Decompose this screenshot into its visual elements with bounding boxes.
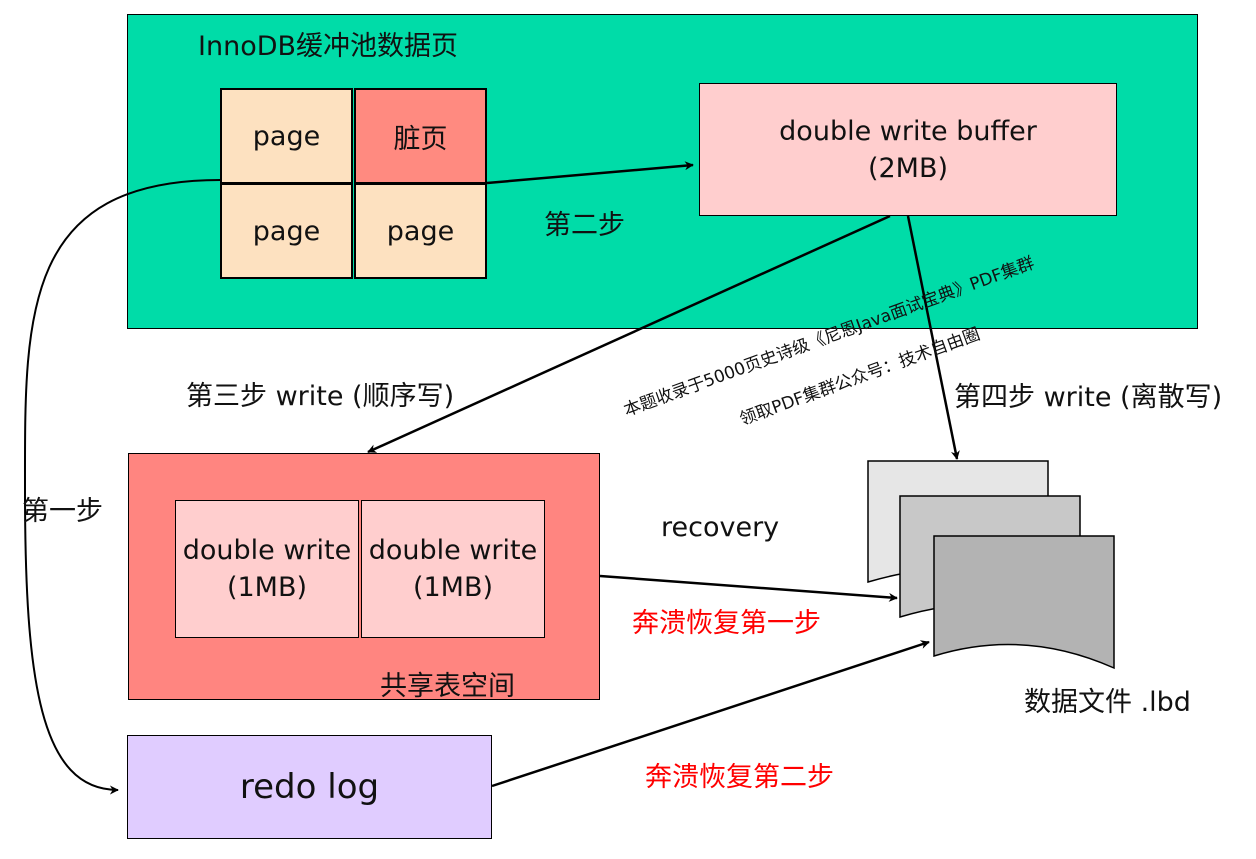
data-file-icon — [867, 460, 1115, 670]
double-write-buffer-box: double write buffer (2MB) — [699, 83, 1117, 216]
double-write-label: double write — [182, 535, 352, 566]
dirty-page-cell: 脏页 — [354, 88, 487, 184]
step1-label: 第一步 — [22, 496, 103, 527]
dwb-label: double write buffer — [779, 115, 1037, 147]
data-file-label: 数据文件 .lbd — [1024, 687, 1191, 718]
step3-label: 第三步 write (顺序写) — [186, 381, 455, 412]
redo-log-box: redo log — [127, 735, 492, 839]
step2-label: 第二步 — [544, 210, 625, 241]
crash-recovery-step1-label: 奔溃恢复第一步 — [632, 608, 821, 639]
step4-arrow — [906, 215, 960, 460]
crash-recovery-step2-label: 奔溃恢复第二步 — [645, 762, 834, 793]
buffer-pool-title: InnoDB缓冲池数据页 — [198, 31, 459, 62]
crash-recovery-step1-arrow — [599, 574, 898, 602]
step3-arrow — [367, 214, 891, 454]
crash-recovery-step2-arrow — [491, 640, 930, 788]
step2-arrow — [486, 161, 694, 185]
double-write-cell: double write (1MB) — [361, 500, 545, 638]
page-cell: page — [354, 183, 487, 279]
step4-label: 第四步 write (离散写) — [954, 382, 1223, 413]
double-write-size: (1MB) — [412, 572, 494, 603]
double-write-cell: double write (1MB) — [175, 500, 359, 638]
page-cell: page — [220, 183, 353, 279]
step1-arrow — [23, 179, 221, 795]
recovery-label: recovery — [661, 512, 780, 543]
dwb-size: (2MB) — [867, 152, 949, 184]
shared-tablespace-label: 共享表空间 — [380, 671, 515, 702]
double-write-label: double write — [368, 535, 538, 566]
double-write-size: (1MB) — [226, 572, 308, 603]
redo-log-label: redo log — [239, 767, 380, 807]
